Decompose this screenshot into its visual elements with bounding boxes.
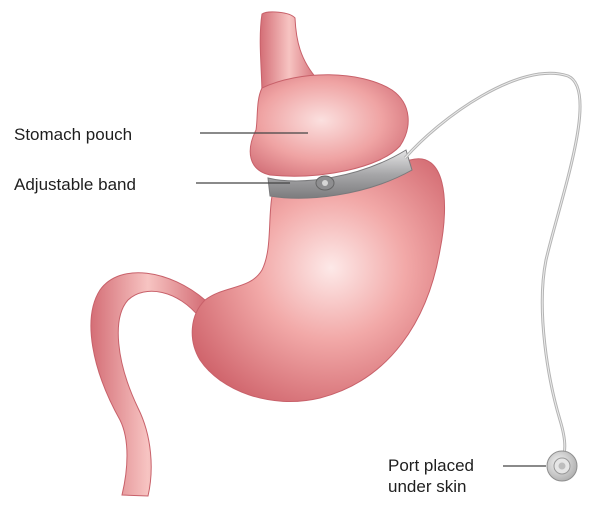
label-port-line1: Port placed [388, 455, 474, 476]
duodenum [91, 273, 205, 496]
label-adjustable-band: Adjustable band [14, 174, 136, 195]
band-buckle-hole [322, 180, 328, 186]
port [547, 451, 577, 481]
label-port: Port placed under skin [388, 455, 474, 498]
label-port-line2: under skin [388, 476, 474, 497]
label-stomach-pouch: Stomach pouch [14, 124, 132, 145]
